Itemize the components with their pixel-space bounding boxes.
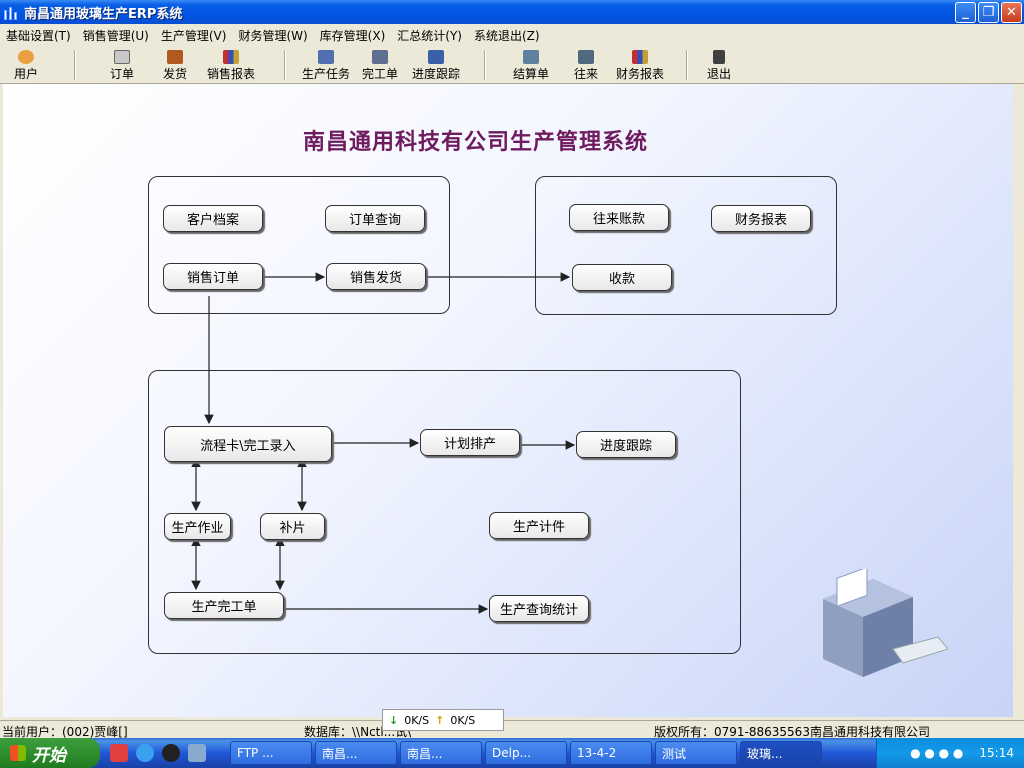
upload-arrow-icon: ↑	[435, 713, 445, 727]
menu-inventory[interactable]: 库存管理(X)	[319, 28, 386, 43]
customer-file-node[interactable]: 客户档案	[163, 205, 263, 232]
task-delphi[interactable]: Delp...	[485, 741, 567, 765]
taskbar: 开始 FTP ... 南昌... 南昌... Delp... 13-4-2 测试…	[0, 738, 1024, 768]
window-titlebar[interactable]: 南昌通用玻璃生产ERP系统 _ ❐ ✕	[0, 0, 1024, 24]
completion-button[interactable]: 完工单	[362, 50, 398, 82]
task-glass-erp[interactable]: 玻璃...	[740, 741, 822, 765]
media-icon[interactable]	[188, 744, 206, 762]
menu-production[interactable]: 生产管理(V)	[160, 28, 227, 43]
network-speed-widget: ↓ 0K/S ↑ 0K/S	[382, 709, 504, 731]
file-cabinet-illustration	[823, 569, 948, 677]
production-task-button[interactable]: 生产任务	[302, 50, 350, 82]
exit-icon	[713, 50, 725, 64]
qq-icon[interactable]	[162, 744, 180, 762]
dealings-button[interactable]: 往来	[574, 50, 598, 82]
windows-logo-icon	[10, 745, 26, 761]
toolbar-separator	[484, 50, 486, 80]
task-nanchang-1[interactable]: 南昌...	[315, 741, 397, 765]
account-ledger-node[interactable]: 往来账款	[569, 204, 669, 231]
settlement-icon	[523, 50, 539, 64]
sales-report-button[interactable]: 销售报表	[207, 50, 255, 82]
production-task-icon	[318, 50, 334, 64]
finance-report-icon	[632, 50, 648, 64]
delivery-button[interactable]: 发货	[163, 50, 187, 82]
page-title: 南昌通用科技有公司生产管理系统	[303, 129, 649, 155]
status-bar: 当前用户：(002)贾峰[] 数据库：\\Nctl...试\ 版权所有：0791…	[0, 720, 1024, 739]
task-folder-13-4-2[interactable]: 13-4-2	[570, 741, 652, 765]
menu-basic-settings[interactable]: 基础设置(T)	[6, 28, 71, 43]
menu-finance[interactable]: 财务管理(W)	[238, 28, 308, 43]
sales-delivery-node[interactable]: 销售发货	[326, 263, 426, 290]
finance-report-node[interactable]: 财务报表	[711, 205, 811, 232]
menu-bar: 基础设置(T) 销售管理(U) 生产管理(V) 财务管理(W) 库存管理(X) …	[0, 24, 1024, 46]
menu-summary[interactable]: 汇总统计(Y)	[397, 28, 462, 43]
browser-icon[interactable]	[136, 744, 154, 762]
exit-button[interactable]: 退出	[707, 50, 731, 82]
download-speed: 0K/S	[404, 713, 430, 727]
download-arrow-icon: ↓	[389, 713, 399, 727]
restore-button[interactable]: ❐	[978, 2, 999, 23]
progress-button[interactable]: 进度跟踪	[412, 50, 460, 82]
toolbar-separator	[284, 50, 286, 80]
tray-icons[interactable]: ● ● ● ●	[910, 746, 964, 760]
app-icon	[4, 4, 20, 20]
upload-speed: 0K/S	[450, 713, 476, 727]
user-icon	[18, 50, 34, 64]
progress-icon	[428, 50, 444, 64]
dealings-icon	[578, 50, 594, 64]
finance-group	[535, 176, 837, 315]
toolbar-separator	[686, 50, 688, 80]
toolbar-separator	[74, 50, 76, 80]
toolbar: 用户 订单 发货 销售报表 生产任务 完工单 进度跟踪 结算单 往来 财务报表 …	[0, 46, 1024, 84]
delivery-icon	[167, 50, 183, 64]
completion-icon	[372, 50, 388, 64]
menu-exit[interactable]: 系统退出(Z)	[473, 28, 540, 43]
progress-track-node[interactable]: 进度跟踪	[576, 431, 676, 458]
finance-report-button[interactable]: 财务报表	[616, 50, 664, 82]
quicklaunch-icon[interactable]	[110, 744, 128, 762]
task-ftp[interactable]: FTP ...	[230, 741, 312, 765]
sales-group	[148, 176, 450, 314]
plan-schedule-node[interactable]: 计划排产	[420, 429, 520, 456]
window-title: 南昌通用玻璃生产ERP系统	[24, 6, 183, 22]
production-group	[148, 370, 741, 654]
sales-order-node[interactable]: 销售订单	[163, 263, 263, 290]
start-button[interactable]: 开始	[0, 738, 100, 768]
task-nanchang-2[interactable]: 南昌...	[400, 741, 482, 765]
production-query-node[interactable]: 生产查询统计	[489, 595, 589, 622]
production-work-node[interactable]: 生产作业	[164, 513, 231, 540]
close-button[interactable]: ✕	[1001, 2, 1022, 23]
task-folder-test[interactable]: 测试	[655, 741, 737, 765]
workflow-arrows	[191, 272, 576, 614]
status-copyright: 版权所有：0791-88635563南昌通用科技有限公司	[654, 725, 930, 739]
minimize-button[interactable]: _	[955, 2, 976, 23]
flow-card-node[interactable]: 流程卡\完工录入	[164, 426, 332, 462]
order-button[interactable]: 订单	[110, 50, 134, 82]
clock: 15:14	[979, 746, 1014, 760]
menu-sales[interactable]: 销售管理(U)	[82, 28, 149, 43]
patch-node[interactable]: 补片	[260, 513, 325, 540]
completion-order-node[interactable]: 生产完工单	[164, 592, 284, 619]
settlement-button[interactable]: 结算单	[513, 50, 549, 82]
piece-count-node[interactable]: 生产计件	[489, 512, 589, 539]
status-current-user: 当前用户：(002)贾峰[]	[2, 725, 128, 739]
receipt-node[interactable]: 收款	[572, 264, 672, 291]
order-icon	[114, 50, 130, 64]
workflow-canvas: 南昌通用科技有公司生产管理系统 客户档案 订单查询 销售订单 销售发货	[3, 84, 1013, 717]
sales-report-icon	[223, 50, 239, 64]
user-button[interactable]: 用户	[14, 50, 38, 82]
order-query-node[interactable]: 订单查询	[325, 205, 425, 232]
system-tray: ● ● ● ● 15:14	[876, 738, 1024, 768]
